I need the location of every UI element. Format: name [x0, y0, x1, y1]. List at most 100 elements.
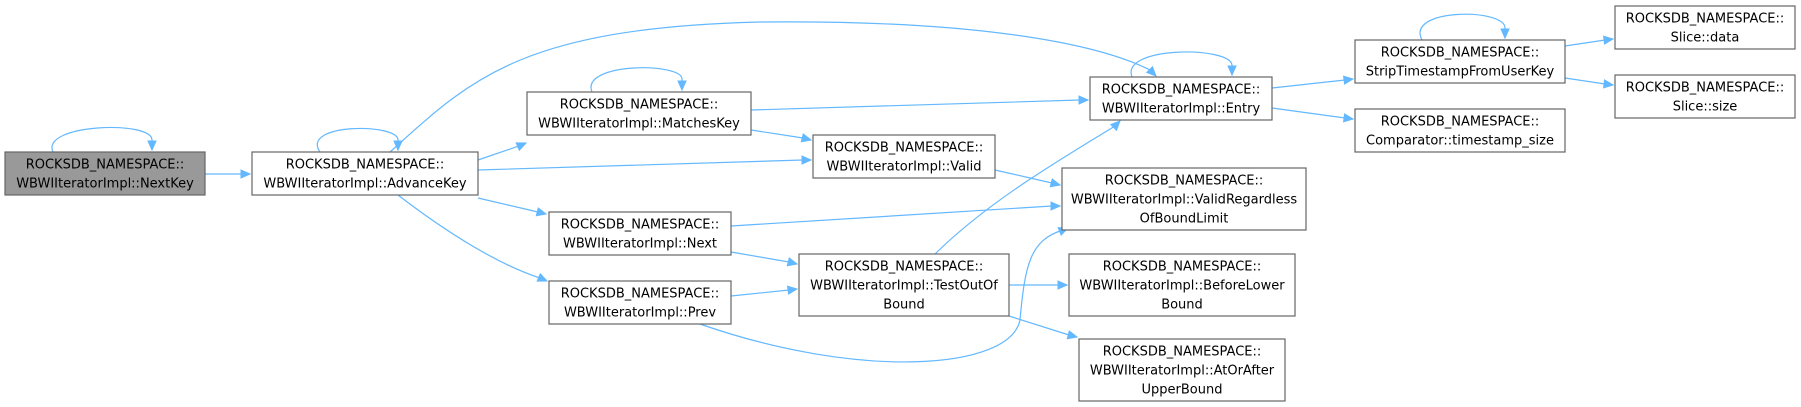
node-label-line: Slice::data — [1671, 31, 1740, 46]
edge-nextkey-to-advancekey — [205, 169, 252, 179]
edge-testoutofbound-to-entry — [934, 120, 1121, 255]
node-box[interactable] — [548, 211, 732, 256]
node-label-line: ROCKSDB_NAMESPACE:: — [1626, 12, 1785, 27]
edge-line — [477, 197, 547, 215]
node-label-line: ROCKSDB_NAMESPACE:: — [825, 141, 984, 156]
node-label-line: Comparator::timestamp_size — [1366, 134, 1554, 149]
arrowhead-icon — [800, 133, 813, 143]
node-box[interactable] — [798, 253, 1010, 317]
node-valid[interactable]: ROCKSDB_NAMESPACE::WBWIIteratorImpl::Val… — [812, 134, 996, 179]
edge-entry-to-entry — [1130, 51, 1237, 78]
edge-line — [994, 169, 1061, 186]
node-label-line: WBWIIteratorImpl::Prev — [564, 306, 716, 321]
node-label-line: Slice::size — [1673, 100, 1738, 115]
node-slicesize[interactable]: ROCKSDB_NAMESPACE::Slice::size — [1614, 74, 1796, 119]
node-matcheskey[interactable]: ROCKSDB_NAMESPACE::WBWIIteratorImpl::Mat… — [526, 91, 752, 136]
node-label-line: ROCKSDB_NAMESPACE:: — [560, 98, 719, 113]
edge-testoutofbound-to-beforelower — [1009, 280, 1069, 290]
node-label-line: WBWIIteratorImpl::TestOutOf — [810, 279, 998, 294]
arrowhead-icon — [515, 142, 528, 152]
edge-line — [730, 288, 798, 297]
node-box[interactable] — [1354, 108, 1566, 153]
node-label-line: ROCKSDB_NAMESPACE:: — [1105, 174, 1264, 189]
edge-line — [389, 21, 1157, 153]
node-box[interactable] — [1068, 253, 1296, 317]
arrowhead-icon — [1602, 79, 1615, 89]
node-label-line: WBWIIteratorImpl::AtOrAfter — [1090, 364, 1275, 379]
edge-line — [477, 159, 811, 171]
node-advancekey[interactable]: ROCKSDB_NAMESPACE::WBWIIteratorImpl::Adv… — [251, 151, 479, 196]
node-box[interactable] — [526, 91, 752, 136]
node-box[interactable] — [1614, 74, 1796, 119]
edge-striptimestamp-to-striptimestamp — [1419, 13, 1510, 41]
edge-nextkey-to-nextkey — [51, 126, 157, 153]
node-label-line: ROCKSDB_NAMESPACE:: — [825, 260, 984, 275]
edge-striptimestamp-to-slicedata — [1564, 35, 1615, 47]
edge-entry-to-striptimestamp — [1271, 75, 1355, 89]
edge-line — [1271, 78, 1354, 89]
edge-matcheskey-to-matcheskey — [590, 67, 687, 93]
node-box[interactable] — [1078, 338, 1286, 402]
arrowhead-icon — [1109, 120, 1121, 132]
node-box[interactable] — [1061, 167, 1307, 231]
arrowhead-icon — [677, 80, 687, 92]
node-box[interactable] — [1089, 76, 1273, 121]
node-label-line: WBWIIteratorImpl::Entry — [1102, 102, 1261, 117]
node-striptimestamp[interactable]: ROCKSDB_NAMESPACE::StripTimestampFromUse… — [1354, 39, 1566, 84]
node-label-line: WBWIIteratorImpl::Next — [563, 237, 717, 252]
node-box[interactable] — [548, 280, 732, 325]
node-label-line: ROCKSDB_NAMESPACE:: — [561, 287, 720, 302]
node-label-line: StripTimestampFromUserKey — [1366, 65, 1555, 80]
edge-advancekey-to-prev — [397, 194, 549, 282]
edge-next-to-validregardless — [730, 201, 1062, 227]
node-box[interactable] — [1614, 5, 1796, 50]
edge-advancekey-to-matcheskey — [477, 142, 528, 161]
edge-line — [590, 67, 683, 93]
node-box[interactable] — [1354, 39, 1566, 84]
node-box[interactable] — [4, 151, 206, 196]
edge-matcheskey-to-entry — [750, 95, 1090, 111]
node-next[interactable]: ROCKSDB_NAMESPACE::WBWIIteratorImpl::Nex… — [548, 211, 732, 256]
node-beforelower[interactable]: ROCKSDB_NAMESPACE::WBWIIteratorImpl::Bef… — [1068, 253, 1296, 317]
arrowhead-icon — [786, 257, 799, 267]
arrowhead-icon — [1145, 65, 1157, 77]
edge-advancekey-to-advancekey — [316, 127, 403, 153]
arrowhead-icon — [1049, 178, 1062, 188]
node-box[interactable] — [812, 134, 996, 179]
nodes-layer: ROCKSDB_NAMESPACE::WBWIIteratorImpl::Nex… — [4, 5, 1796, 402]
arrowhead-icon — [1050, 201, 1062, 211]
edge-line — [1271, 107, 1354, 120]
node-prev[interactable]: ROCKSDB_NAMESPACE::WBWIIteratorImpl::Pre… — [548, 280, 732, 325]
edge-advancekey-to-valid — [477, 155, 813, 171]
node-label-line: ROCKSDB_NAMESPACE:: — [1102, 83, 1261, 98]
node-label-line: ROCKSDB_NAMESPACE:: — [26, 158, 185, 173]
edge-line — [397, 194, 548, 282]
edge-line — [1008, 315, 1078, 338]
node-testoutofbound[interactable]: ROCKSDB_NAMESPACE::WBWIIteratorImpl::Tes… — [798, 253, 1010, 317]
edge-advancekey-to-entry — [389, 21, 1157, 153]
edge-matcheskey-to-valid — [750, 129, 813, 143]
node-entry[interactable]: ROCKSDB_NAMESPACE::WBWIIteratorImpl::Ent… — [1089, 76, 1273, 121]
node-label-line: OfBoundLimit — [1140, 212, 1229, 227]
node-validregardless[interactable]: ROCKSDB_NAMESPACE::WBWIIteratorImpl::Val… — [1061, 167, 1307, 231]
node-timestampsize[interactable]: ROCKSDB_NAMESPACE::Comparator::timestamp… — [1354, 108, 1566, 153]
node-label-line: ROCKSDB_NAMESPACE:: — [286, 158, 445, 173]
node-slicedata[interactable]: ROCKSDB_NAMESPACE::Slice::data — [1614, 5, 1796, 50]
edge-valid-to-validregardless — [994, 169, 1062, 188]
edge-line — [1419, 13, 1506, 41]
edge-line — [934, 120, 1121, 255]
node-label-line: WBWIIteratorImpl::NextKey — [16, 177, 194, 192]
arrowhead-icon — [1227, 65, 1237, 77]
node-label-line: ROCKSDB_NAMESPACE:: — [561, 218, 720, 233]
node-label-line: UpperBound — [1142, 383, 1223, 398]
edge-entry-to-timestampsize — [1271, 107, 1355, 123]
node-box[interactable] — [251, 151, 479, 196]
edge-line — [51, 126, 153, 153]
node-label-line: ROCKSDB_NAMESPACE:: — [1103, 345, 1262, 360]
node-label-line: ROCKSDB_NAMESPACE:: — [1626, 81, 1785, 96]
arrowhead-icon — [1078, 95, 1090, 105]
node-label-line: WBWIIteratorImpl::MatchesKey — [538, 117, 740, 132]
edge-line — [1130, 51, 1233, 78]
node-atorafter[interactable]: ROCKSDB_NAMESPACE::WBWIIteratorImpl::AtO… — [1078, 338, 1286, 402]
node-nextkey[interactable]: ROCKSDB_NAMESPACE::WBWIIteratorImpl::Nex… — [4, 151, 206, 196]
